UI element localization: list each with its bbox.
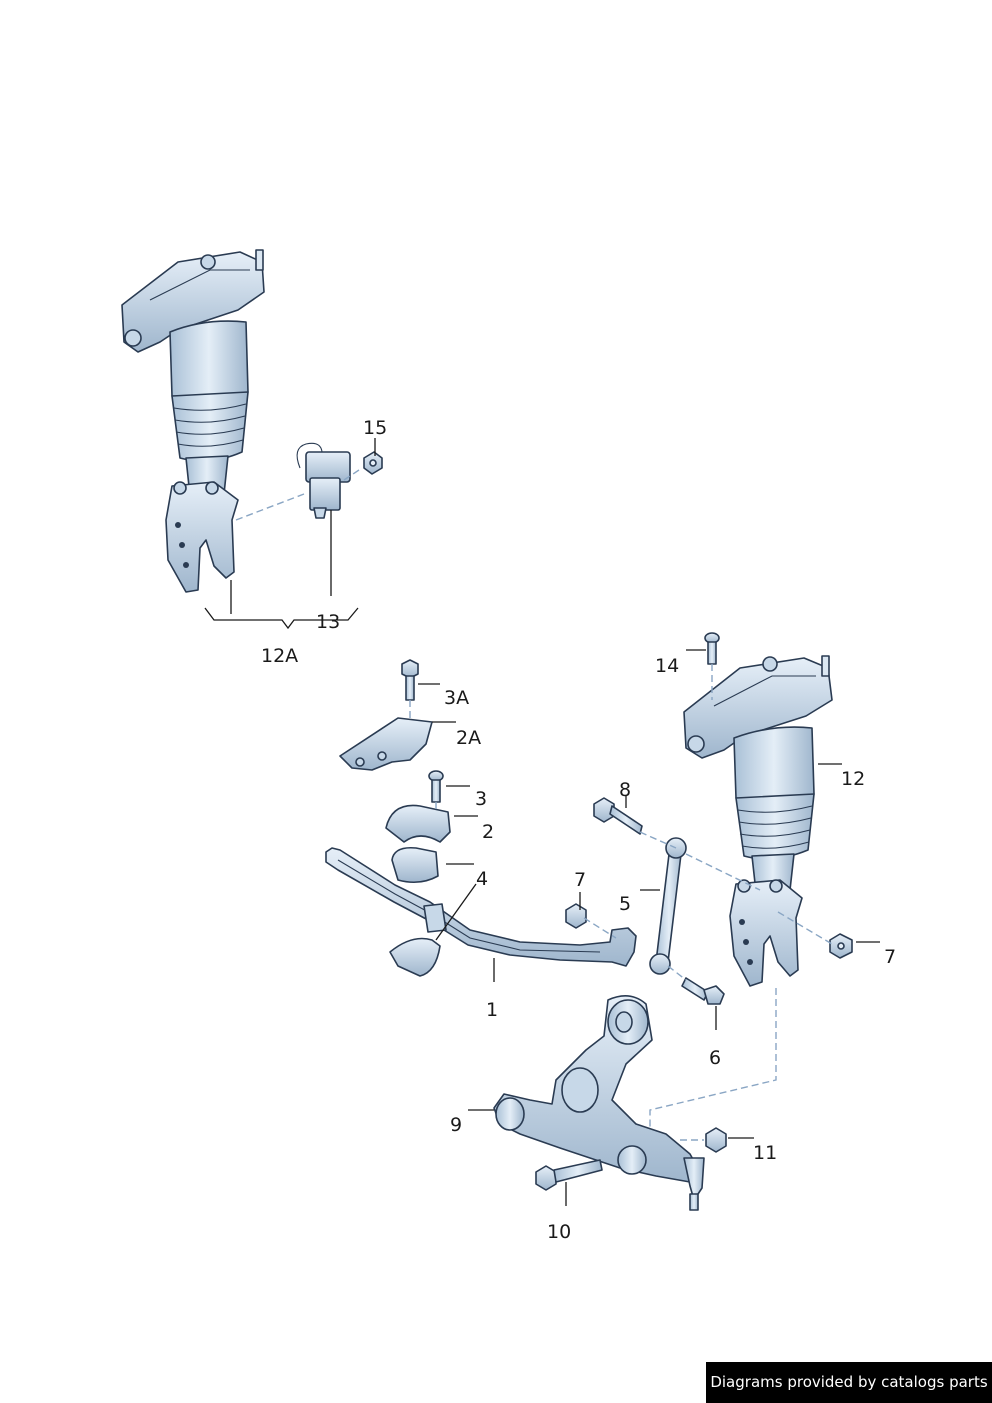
- callout-1: 1: [486, 999, 498, 1021]
- callout-15: 15: [363, 417, 387, 439]
- callout-12a: 12A: [261, 645, 298, 667]
- nut-7-left: [565, 903, 587, 929]
- nut-11: [705, 1127, 727, 1153]
- air-strut-left: [121, 249, 265, 593]
- coupling-rod: [649, 837, 687, 975]
- callout-7-right: 7: [884, 946, 896, 968]
- callout-11: 11: [753, 1142, 777, 1164]
- callout-3: 3: [475, 788, 487, 810]
- air-strut-right: [683, 655, 833, 987]
- callouts: 15 13 12A 3A 2A 3 2 4 1 8 7 5 6 7 14 12 …: [261, 417, 896, 1243]
- bushing-lower: [389, 937, 441, 977]
- bolt-10: [535, 1159, 603, 1191]
- nut-15: [363, 451, 383, 475]
- callout-8: 8: [619, 779, 631, 801]
- callout-7-left: 7: [574, 869, 586, 891]
- bushing-4: [391, 846, 439, 884]
- bracket-2a: [339, 717, 433, 771]
- callout-2a: 2A: [456, 727, 481, 749]
- callout-4: 4: [476, 868, 488, 890]
- stabilizer-bar: [325, 847, 637, 967]
- bolt-14: [704, 632, 720, 665]
- callout-9: 9: [450, 1114, 462, 1136]
- nut-7-right: [829, 933, 853, 959]
- leader-lines: [204, 438, 880, 1206]
- callout-5: 5: [619, 893, 631, 915]
- callout-12: 12: [841, 768, 865, 790]
- callout-14: 14: [655, 655, 679, 677]
- bolt-3: [428, 770, 444, 803]
- bolt-6: [681, 977, 725, 1005]
- sensor-connector: [296, 442, 351, 519]
- callout-6: 6: [709, 1047, 721, 1069]
- callout-13: 13: [316, 611, 340, 633]
- callout-10: 10: [547, 1221, 571, 1243]
- callout-2: 2: [482, 821, 494, 843]
- assembly-lines: [235, 467, 833, 1141]
- bolt-3a: [401, 659, 419, 701]
- callout-3a: 3A: [444, 687, 469, 709]
- bolt-8: [593, 797, 643, 835]
- credit-banner: Diagrams provided by catalogs parts: [706, 1362, 992, 1403]
- bushing-2: [385, 804, 451, 843]
- control-arm: [493, 995, 705, 1211]
